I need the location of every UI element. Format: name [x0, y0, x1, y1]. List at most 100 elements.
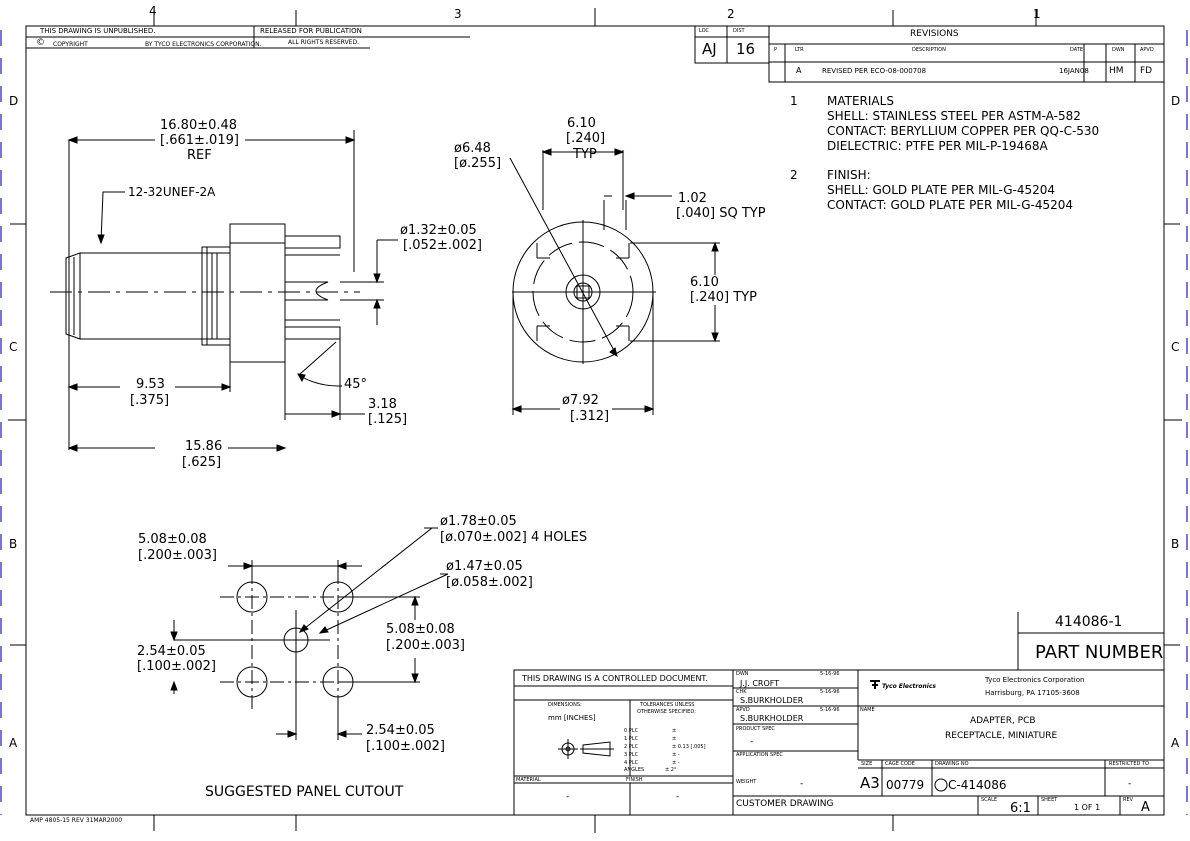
note-1-line-4: DIELECTRIC: PTFE PER MIL-P-19468A — [827, 139, 1048, 153]
copyright-owner: BY TYCO ELECTRONICS CORPORATION. — [145, 41, 262, 48]
zone-right-b: B — [1171, 537, 1180, 551]
dim-pin-dia-inch: [.052±.002] — [403, 238, 482, 253]
dim-overall-bottom: 15.86 — [185, 439, 223, 454]
restricted-label: RESTRICTED TO — [1109, 761, 1149, 767]
rev-header-date: DATE — [1070, 47, 1084, 53]
rev-row-dwn: HM — [1109, 66, 1124, 76]
finish-value: - — [676, 792, 680, 802]
dim-body-length-inch: [.375] — [130, 393, 170, 408]
zone-top-3: 3 — [454, 7, 462, 21]
tol-3-value: ± - — [672, 752, 680, 758]
company-logo: Tyco Electronics — [882, 683, 936, 690]
dim-holes-dia: ø1.78±0.05 — [440, 514, 517, 529]
tol-0-label: 0 PLC — [624, 728, 639, 734]
dim-holes-dia-inch: [ø.070±.002] 4 HOLES — [440, 530, 588, 545]
dim-thread: 12-32UNEF-2A — [128, 185, 216, 199]
dim-angle: 45° — [344, 377, 368, 392]
rights-notice: ALL RIGHTS RESERVED. — [288, 39, 360, 46]
chk-name: S.BURKHOLDER — [740, 696, 804, 705]
zone-right-a: A — [1171, 736, 1180, 750]
release-notice: RELEASED FOR PUBLICATION — [260, 27, 362, 35]
rev-header-apvd: APVD — [1140, 47, 1154, 53]
weight-label: WEIGHT — [736, 779, 757, 785]
apvd-name: S.BURKHOLDER — [740, 714, 804, 723]
front-view — [512, 220, 656, 364]
note-2-line-2: SHELL: GOLD PLATE PER MIL-G-45204 — [827, 183, 1056, 197]
tol-angles-value: ± 2° — [665, 767, 677, 773]
dim-cutout-vertical: 5.08±0.08 — [386, 622, 455, 637]
dim-center-hole-inch: [ø.058±.002] — [446, 575, 533, 590]
dim-pin-square-inch: [.040] SQ TYP — [676, 206, 766, 221]
tol-1-value: ± — [672, 736, 677, 742]
unpublished-notice: THIS DRAWING IS UNPUBLISHED. — [40, 27, 156, 35]
material-value: - — [566, 792, 570, 802]
drawing-no-value: C-414086 — [948, 778, 1007, 792]
zone-right-d: D — [1171, 94, 1181, 108]
dim-overall-length: 16.80±0.48 — [160, 118, 238, 133]
zone-left-d: D — [9, 94, 19, 108]
name-label: NAME — [860, 707, 875, 713]
dim-center-hole: ø1.47±0.05 — [446, 559, 523, 574]
units-value: mm [INCHES] — [548, 714, 596, 722]
zone-top-4: 4 — [149, 4, 157, 18]
note-2-line-1: FINISH: — [827, 168, 871, 182]
dim-square-top-typ: TYP — [573, 147, 597, 162]
company-name: Tyco Electronics Corporation — [985, 676, 1085, 684]
apvd-date: 5-16-96 — [820, 707, 840, 713]
drawing-no-label: DRAWING NO — [935, 761, 969, 767]
material-label: MATERIAL — [516, 777, 541, 783]
side-view — [50, 223, 360, 363]
dwn-name: J.J. CROFT — [740, 679, 780, 688]
tol-4-label: 4 PLC — [624, 760, 639, 766]
cutout-caption: SUGGESTED PANEL CUTOUT — [205, 784, 404, 800]
tol-angles-label: ANGLES — [624, 767, 645, 773]
tol-3-label: 3 PLC — [624, 752, 639, 758]
dwn-label: DWN — [736, 671, 749, 677]
dim-square-top: 6.10 — [567, 116, 596, 131]
front-view-dimensions — [509, 148, 720, 415]
rev-row-ltr: A — [796, 66, 802, 75]
dim-flange-inch: [.125] — [368, 412, 408, 427]
sheet-label: SHEET — [1041, 797, 1058, 803]
note-1-number: 1 — [790, 94, 798, 108]
dim-body-length: 9.53 — [136, 377, 165, 392]
revision-block-lines — [694, 25, 1165, 83]
dim-cutout-half-bottom: 2.54±0.05 — [366, 723, 435, 738]
chk-label: CHK — [736, 689, 747, 695]
zone-left-a: A — [9, 736, 18, 750]
copyright-icon: © — [36, 38, 45, 48]
zone-top-1: 1 — [1033, 7, 1041, 21]
tolerances-line-1: TOLERANCES UNLESS — [640, 702, 695, 708]
product-spec-label: PRODUCT SPEC — [736, 726, 775, 732]
note-2-number: 2 — [790, 168, 798, 182]
dim-flange: 3.18 — [368, 397, 397, 412]
product-spec-value: - — [750, 737, 754, 747]
dwn-date: 5-16-96 — [820, 671, 840, 677]
rev-value: A — [1141, 800, 1150, 815]
rev-label: REV — [1123, 797, 1134, 803]
dim-cutout-half-left-inch: [.100±.002] — [137, 659, 216, 674]
rev-header-ltr: LTR — [795, 47, 804, 53]
rev-row-description: REVISED PER ECO-08-000708 — [822, 67, 927, 75]
note-1-line-2: SHELL: STAINLESS STEEL PER ASTM-A-582 — [827, 109, 1081, 123]
rev-row-date: 16JAN08 — [1059, 67, 1089, 75]
dim-flange-dia: ø7.92 — [562, 393, 599, 408]
top-info-lines — [26, 26, 470, 49]
name-line-1: ADAPTER, PCB — [970, 716, 1036, 726]
loc-value: AJ — [702, 40, 717, 58]
note-2-line-3: CONTACT: GOLD PLATE PER MIL-G-45204 — [827, 198, 1074, 212]
zone-right-c: C — [1171, 340, 1180, 354]
zone-left-b: B — [9, 537, 18, 551]
apvd-label: APVD — [736, 707, 750, 713]
restricted-value: - — [1128, 779, 1132, 789]
chk-date: 5-16-96 — [820, 689, 840, 695]
tol-2-label: 2 PLC — [624, 744, 639, 750]
side-view-dimensions — [67, 130, 398, 452]
tol-1-label: 1 PLC — [624, 736, 639, 742]
dim-cutout-half-left: 2.54±0.05 — [137, 644, 206, 659]
weight-value: - — [800, 779, 804, 789]
scale-label: SCALE — [981, 797, 998, 803]
dim-flange-dia-inch: [.312] — [570, 409, 610, 424]
dim-overall-length-inch: [.661±.019] — [160, 133, 239, 148]
